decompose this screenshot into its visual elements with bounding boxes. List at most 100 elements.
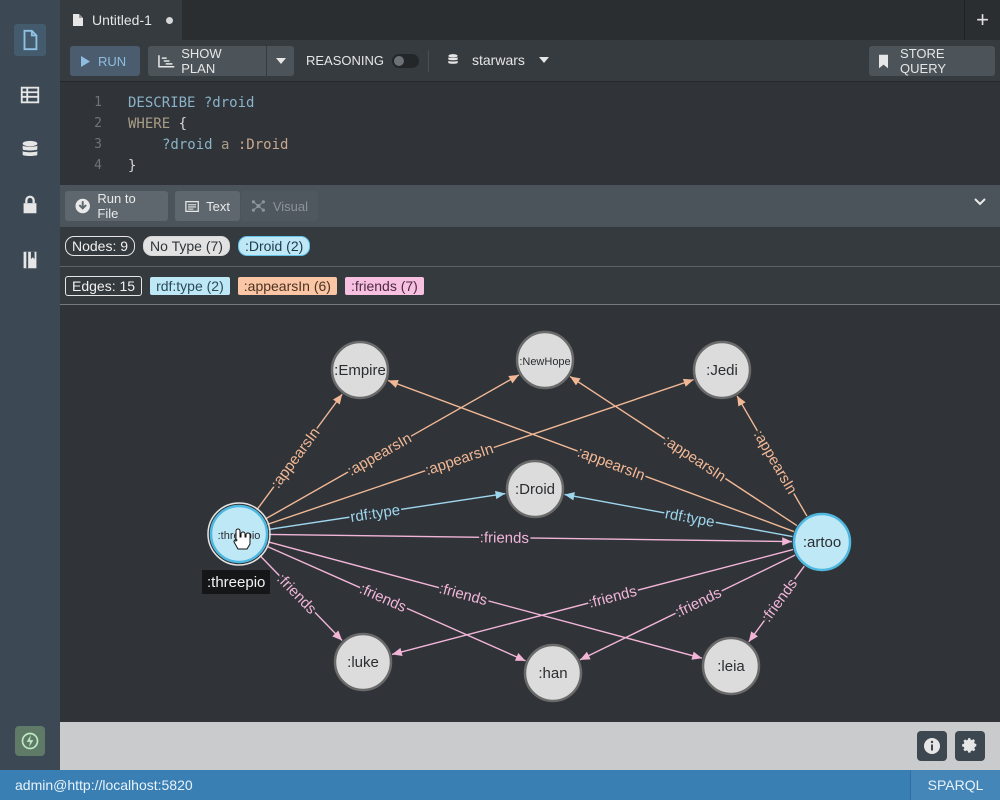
graph-node-circle[interactable] [701,636,761,696]
graph-node-circle[interactable] [523,643,583,703]
show-plan-dropdown[interactable] [267,46,294,76]
reasoning-toggle[interactable] [392,54,419,68]
graph-edge-friends[interactable] [579,554,796,661]
node-hover-tooltip: :threepio [202,570,271,594]
filter-rdf-type[interactable]: rdf:type (2) [150,277,230,295]
graph-edge-friends[interactable] [268,533,793,543]
graph-edge-label: :friends [480,529,529,547]
graph-node-circle[interactable] [330,340,390,400]
graph-node-jedi[interactable]: :Jedi [692,340,752,400]
graph-node-luke[interactable]: :luke [333,632,393,692]
graph-edge-type[interactable] [268,492,506,531]
graph-node-leia[interactable]: :leia [701,636,761,696]
graph-node-label: :leia [717,658,745,675]
graph-edge-appearsIn[interactable] [256,393,343,511]
graph-node-droid[interactable]: :Droid [505,459,565,519]
store-query-label: STORE QUERY [900,46,947,76]
graph-edge-label: :appearsIn [345,430,415,480]
graph-node-han[interactable]: :han [523,643,583,703]
data-model-nav-icon[interactable] [14,79,46,111]
stored-queries-book-nav-icon[interactable] [14,244,46,276]
run-button[interactable]: RUN [70,46,140,76]
graph-edge-friends[interactable] [259,555,343,641]
graph-edge-appearsIn[interactable] [736,395,808,517]
filter-droid[interactable]: :Droid (2) [237,236,311,256]
language-mode[interactable]: SPARQL [910,770,1000,800]
graph-node-label: :NewHope [519,356,570,368]
graph-node-label: :han [538,665,567,682]
graph-node-empire[interactable]: :Empire [330,340,390,400]
keyword: DESCRIBE [128,94,196,111]
graph-edge-appearsIn[interactable] [569,375,798,527]
show-plan-button[interactable]: SHOW PLAN [148,46,266,76]
text-view-label: Text [206,198,230,214]
run-to-file-button[interactable]: Run to File [65,191,168,221]
visual-view-label: Visual [272,198,308,214]
toolbar-divider [428,50,429,72]
graph-node-newhope[interactable]: :NewHope [515,330,575,390]
graph-edge-arrow [564,492,575,501]
sparql-editor[interactable]: 1 DESCRIBE ?droid 2 WHERE { 3 ?droid a :… [60,82,1000,185]
graph-edge-friends[interactable] [748,565,805,643]
tab-untitled-1[interactable]: Untitled-1 [60,0,182,40]
graph-edge-label: :appearsIn [423,440,496,479]
graph-node-artoo[interactable]: :artoo [792,512,852,572]
reasoning-label: REASONING [306,53,385,68]
line-number: 2 [94,116,102,131]
bookmark-icon [879,54,889,68]
graph-svg[interactable]: :appearsIn:appearsIn:appearsIn:appearsIn… [60,305,1000,723]
graph-edge-label: :appearsIn [268,425,324,492]
connection-status-icon[interactable] [15,726,45,756]
file-icon [73,14,83,26]
graph-edge-label: :friends [673,584,725,621]
graph-edge-label: :friends [357,580,409,615]
graph-node-circle[interactable] [333,632,393,692]
results-toolbar: Run to File Text Visual [60,185,1000,227]
graph-icon [251,200,265,212]
graph-edge-arrow [737,395,746,407]
query-editor-nav-icon[interactable] [14,24,46,56]
graph-edge-appearsIn[interactable] [267,378,694,526]
text-view-button[interactable]: Text [175,191,240,221]
unsaved-dot-icon[interactable] [166,17,173,24]
prefixed-name: :Droid [237,136,289,153]
graph-node-circle[interactable] [515,330,575,390]
graph-edge-label: :friends [273,571,319,618]
tab-bar: Untitled-1 + [60,0,1000,40]
filter-no-type[interactable]: No Type (7) [143,236,230,256]
graph-edge-friends[interactable] [266,545,526,662]
plan-chart-icon [158,55,175,68]
graph-edge-arrow [682,378,694,387]
graph-node-circle[interactable] [505,459,565,519]
graph-edge-type[interactable] [564,493,793,538]
line-number: 1 [94,95,102,110]
filter-appears-in[interactable]: :appearsIn (6) [237,277,337,295]
visual-view-button[interactable]: Visual [241,191,318,221]
keyword: WHERE [128,115,171,132]
gear-icon[interactable] [955,731,985,761]
graph-edge-label: :friends [437,580,489,609]
graph-canvas[interactable]: :appearsIn:appearsIn:appearsIn:appearsIn… [60,304,1000,722]
info-icon[interactable] [917,731,947,761]
graph-edge-arrow [392,647,403,656]
store-query-button[interactable]: STORE QUERY [869,46,995,76]
new-tab-plus-icon[interactable]: + [964,0,1000,40]
database-selector[interactable]: starwars [446,52,549,68]
graph-edge-label-halo: :friends [480,529,529,547]
database-icon [448,54,458,64]
graph-edge-appearsIn[interactable] [264,374,520,520]
line-number: 3 [94,137,102,152]
chevron-down-icon[interactable] [974,198,986,206]
graph-edge-label: :friends [758,576,801,626]
filter-friends[interactable]: :friends (7) [344,277,424,295]
graph-node-circle[interactable] [692,340,752,400]
graph-edge-friends[interactable] [391,548,794,656]
database-nav-icon[interactable] [14,134,46,166]
graph-node-label: :Droid [515,481,555,498]
graph-edge-appearsIn[interactable] [387,379,795,533]
graph-edge-friends[interactable] [267,541,703,659]
graph-edge-label: :appearsIn [750,427,800,497]
graph-node-circle[interactable] [792,512,852,572]
security-lock-nav-icon[interactable] [14,189,46,221]
